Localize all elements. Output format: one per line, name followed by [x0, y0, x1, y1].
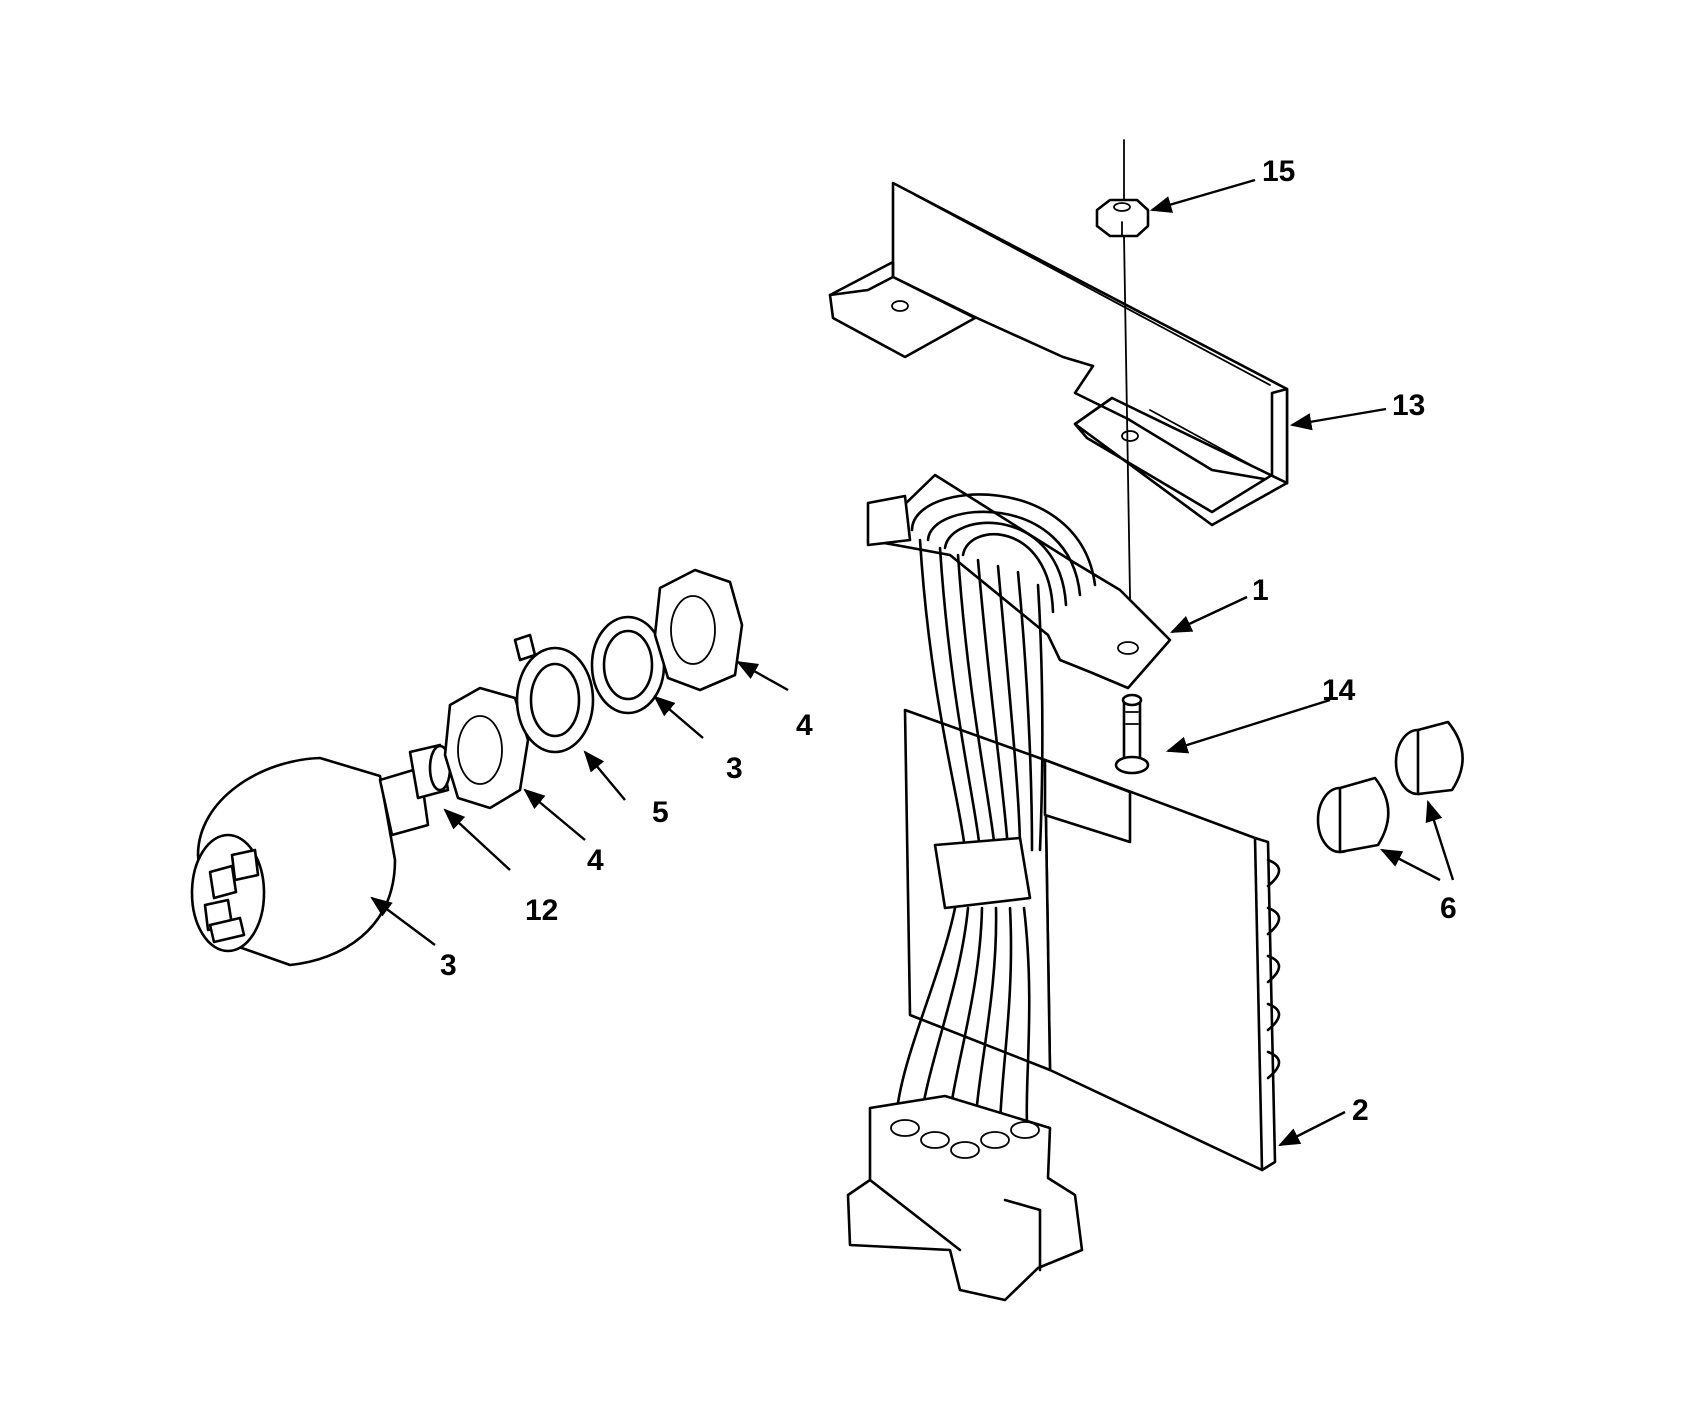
callout-3-switch: 3 — [440, 949, 457, 982]
callout-12: 12 — [525, 894, 558, 927]
callout-labels: 15 13 1 14 4 3 5 4 12 3 6 2 — [440, 155, 1457, 1127]
wire-harness — [846, 473, 1172, 1302]
hex-nut-15 — [1095, 139, 1150, 656]
callout-2: 2 — [1352, 1094, 1369, 1127]
screw-14 — [1114, 693, 1150, 775]
callout-4-rear: 4 — [796, 709, 813, 742]
hex-nut-4-front — [443, 686, 530, 810]
callout-4-front: 4 — [587, 844, 604, 877]
callout-1: 1 — [1252, 574, 1269, 607]
callout-5: 5 — [652, 796, 669, 829]
washer-3 — [590, 615, 666, 715]
lens-caps — [1316, 720, 1464, 854]
callout-14: 14 — [1322, 674, 1356, 707]
toggle-switch — [190, 743, 452, 967]
callout-3-washer: 3 — [726, 752, 743, 785]
callout-13: 13 — [1392, 389, 1425, 422]
callout-arrows — [370, 178, 1455, 1147]
callout-6: 6 — [1440, 892, 1457, 925]
circuit-board — [903, 708, 1281, 1172]
hex-nut-4-rear — [653, 568, 744, 692]
callout-15: 15 — [1262, 155, 1295, 188]
mounting-bracket — [828, 181, 1289, 527]
tab-washer-5 — [513, 633, 595, 754]
